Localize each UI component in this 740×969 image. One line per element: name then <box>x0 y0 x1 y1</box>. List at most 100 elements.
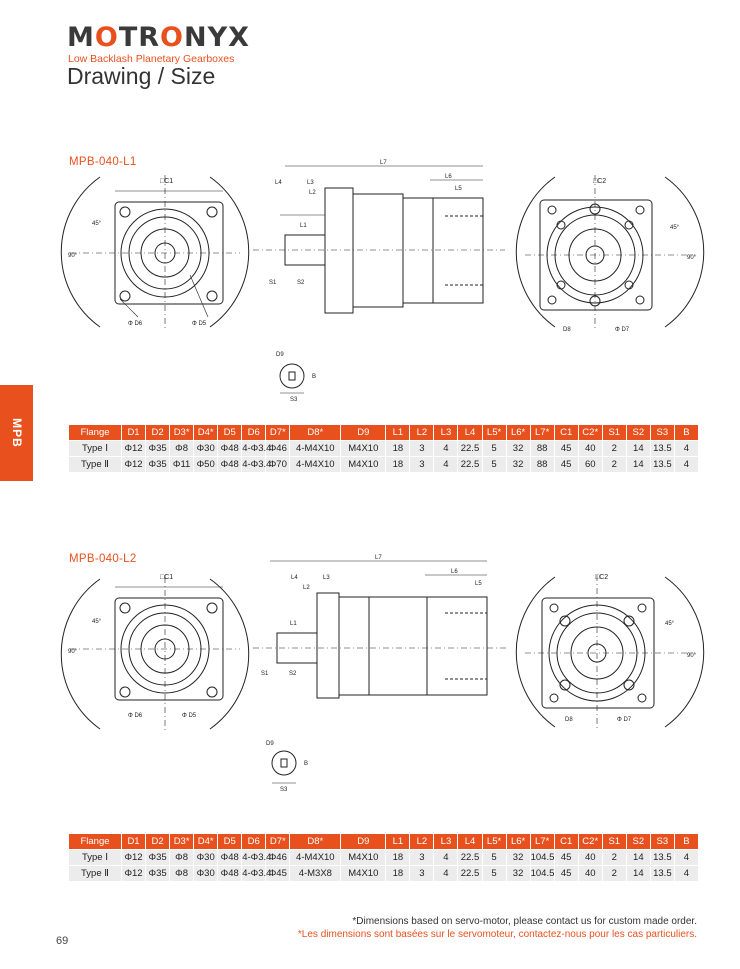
column-header: D3* <box>169 834 195 850</box>
label-c1: □C1 <box>160 178 173 185</box>
table-cell: Φ8 <box>169 849 195 866</box>
table-cell: 18 <box>385 849 411 866</box>
column-header: L7* <box>530 834 555 850</box>
column-header: D2 <box>145 425 171 441</box>
column-header: D8* <box>289 425 342 441</box>
label-s2: S2 <box>289 671 297 677</box>
column-header: Flange <box>69 834 122 850</box>
label-d8: D8 <box>565 717 573 723</box>
column-header: L1 <box>385 834 411 850</box>
table-cell: Φ12 <box>121 849 147 866</box>
label-b: B <box>304 761 308 767</box>
front-view-drawing-l2: □C1 45° 90° Φ D6 Φ D5 <box>60 574 250 742</box>
table-cell: 22.5 <box>457 865 483 881</box>
table-cell: 45 <box>554 849 579 866</box>
column-header: S2 <box>626 834 651 850</box>
table-cell: 3 <box>409 456 435 472</box>
table-cell: 40 <box>578 849 603 866</box>
label-l5: L5 <box>455 186 462 192</box>
table-cell: 104.5 <box>530 865 555 881</box>
label-l7: L7 <box>380 160 387 166</box>
section-title-l2: MPB-040-L2 <box>69 553 137 565</box>
table-cell: 3 <box>409 865 435 881</box>
table-cell: 104.5 <box>530 849 555 866</box>
front-view-drawing-l1: □C1 45° 90° Φ D6 Φ D5 <box>60 165 250 340</box>
table-cell: Φ70 <box>265 456 291 472</box>
label-90-motor: 90° <box>687 255 697 261</box>
table-cell: 4 <box>674 849 700 866</box>
table-cell: Φ12 <box>121 440 147 457</box>
table-cell: 13.5 <box>650 865 675 881</box>
table-cell: 4-M4X10 <box>289 440 342 457</box>
column-header: L7* <box>530 425 555 441</box>
label-d5: Φ D5 <box>182 713 197 719</box>
column-header: S2 <box>626 425 651 441</box>
column-header: L5* <box>482 834 507 850</box>
label-s1: S1 <box>261 671 269 677</box>
label-d6: Φ D6 <box>128 713 143 719</box>
label-l2: L2 <box>303 585 310 591</box>
label-l4: L4 <box>275 180 282 186</box>
table-cell: 4-Φ3.4 <box>241 849 271 866</box>
table-cell: 14 <box>626 456 651 472</box>
column-header: S1 <box>602 834 627 850</box>
column-header: L1 <box>385 425 411 441</box>
column-header: Flange <box>69 425 122 441</box>
label-l5: L5 <box>475 581 482 587</box>
page-heading: Drawing / Size <box>67 63 216 89</box>
label-s3: S3 <box>290 397 298 403</box>
table-cell: Type Ⅰ <box>69 440 122 457</box>
label-l3: L3 <box>323 575 330 581</box>
table-cell: 4-Φ3.4 <box>241 865 271 881</box>
table-cell: Φ35 <box>145 865 171 881</box>
table-cell: M4X10 <box>340 456 387 472</box>
table-cell: Φ35 <box>145 849 171 866</box>
column-header: B <box>674 834 700 850</box>
table-cell: Φ46 <box>265 440 291 457</box>
column-header: D3* <box>169 425 195 441</box>
table-cell: 18 <box>385 456 411 472</box>
table-cell: 45 <box>554 456 579 472</box>
label-d7: Φ D7 <box>615 327 630 333</box>
table-cell: 88 <box>530 456 555 472</box>
label-l7: L7 <box>375 555 382 561</box>
label-45-motor: 45° <box>665 621 675 627</box>
column-header: L2 <box>409 834 435 850</box>
column-header: S3 <box>650 834 675 850</box>
label-c1: □C1 <box>160 574 173 581</box>
label-45: 45° <box>92 619 102 625</box>
label-45-motor: 45° <box>670 225 680 231</box>
table-cell: 60 <box>578 456 603 472</box>
table-cell: 13.5 <box>650 440 675 457</box>
label-d8: D8 <box>563 327 571 333</box>
column-header: L4 <box>457 834 483 850</box>
table-cell: 45 <box>554 440 579 457</box>
table-cell: Type Ⅱ <box>69 865 122 881</box>
label-c2: □C2 <box>595 574 608 581</box>
table-cell: 4 <box>674 865 700 881</box>
table-cell: 40 <box>578 440 603 457</box>
column-header: L3 <box>433 425 459 441</box>
footnote-french: *Les dimensions sont basées sur le servo… <box>297 929 697 940</box>
table-cell: Φ45 <box>265 865 291 881</box>
column-header: S1 <box>602 425 627 441</box>
table-cell: 5 <box>482 440 507 457</box>
label-90: 90° <box>68 253 78 259</box>
page-number: 69 <box>56 935 69 947</box>
table-cell: 32 <box>506 865 531 881</box>
table-cell: 2 <box>602 865 627 881</box>
label-d5: Φ D5 <box>192 321 207 327</box>
label-l1: L1 <box>290 621 297 627</box>
column-header: L3 <box>433 834 459 850</box>
table-cell: Type Ⅱ <box>69 456 122 472</box>
table-cell: 14 <box>626 865 651 881</box>
table-cell: Φ12 <box>121 865 147 881</box>
label-90: 90° <box>68 649 78 655</box>
label-l6: L6 <box>445 174 452 180</box>
side-tab: MPB <box>0 385 33 481</box>
table-cell: 2 <box>602 849 627 866</box>
brand-tagline: Low Backlash Planetary Gearboxes <box>68 53 235 65</box>
